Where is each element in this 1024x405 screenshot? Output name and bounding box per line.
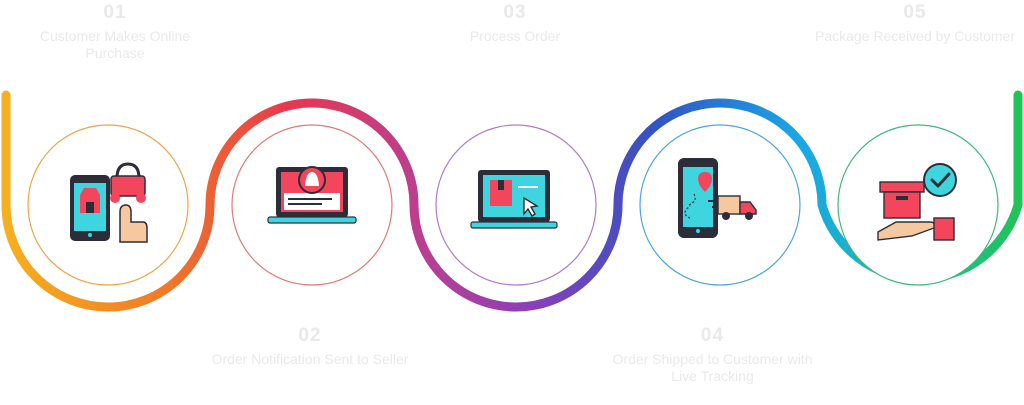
step-title: Process Order (469, 28, 561, 44)
laptop-notification-icon (267, 166, 357, 224)
step-number: 04 (700, 325, 725, 346)
step-title: Customer Makes Online Purchase (39, 28, 191, 61)
step-5-label: 04 Order Shipped to Customer with Live T… (605, 325, 820, 385)
delivery-tracking-icon (678, 158, 757, 238)
flow-line (1, 90, 1023, 312)
step-number: 05 (903, 2, 927, 23)
step-2-label: 03 Process Order (415, 2, 615, 45)
step-title: Order Notification Sent to Seller (211, 351, 409, 367)
step-number: 01 (103, 2, 127, 23)
step-title: Package Received by Customer (815, 28, 1015, 44)
step-1-label: 01 Customer Makes Online Purchase (15, 2, 215, 62)
package-received-icon (877, 163, 957, 241)
step-number: 03 (503, 2, 527, 23)
step-3-label: 05 Package Received by Customer (810, 2, 1020, 45)
step-title: Order Shipped to Customer with Live Trac… (612, 351, 813, 384)
mobile-shopping-icon (70, 162, 148, 243)
online-order-icon (470, 170, 558, 229)
step-4-label: 02 Order Notification Sent to Seller (210, 325, 410, 368)
step-number: 02 (298, 325, 322, 346)
